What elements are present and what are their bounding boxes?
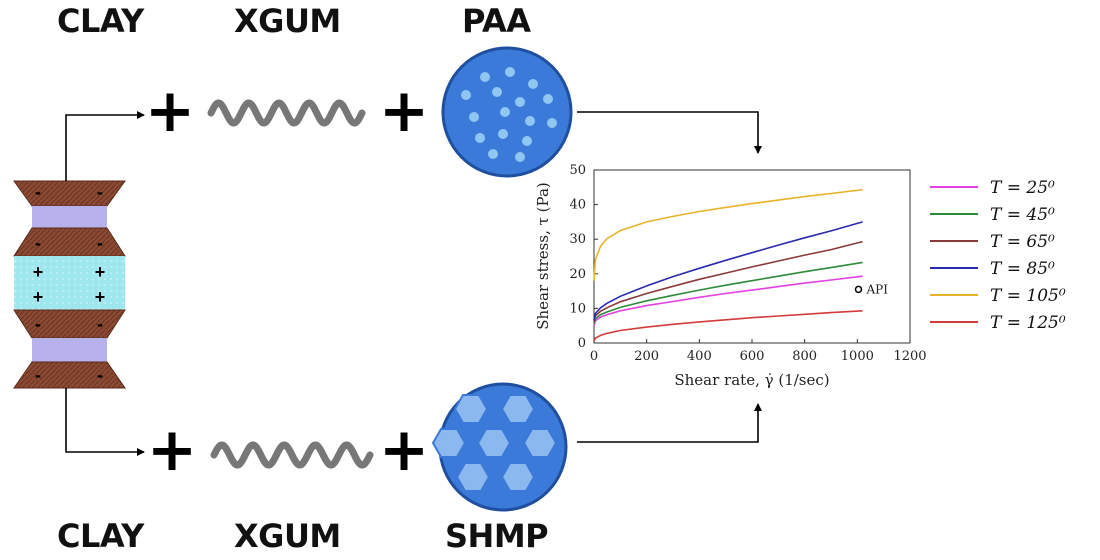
- x-tick-label: 0: [590, 349, 598, 364]
- clay-neg-charge: -: [35, 314, 41, 334]
- series-line-0: [593, 275, 863, 326]
- clay-neg-charge: -: [97, 233, 103, 253]
- shmp-sphere: [431, 382, 568, 512]
- xgum-wave-bottom: [210, 441, 374, 469]
- clay-cation-layer: [14, 256, 125, 310]
- plus-sign-bottom-2: +: [379, 415, 429, 485]
- arrow-clay-to-bottom: [65, 388, 145, 456]
- clay-layer-bottom: [13, 361, 126, 389]
- series-line-3: [593, 221, 863, 321]
- clay-neg-charge: -: [97, 365, 103, 385]
- chart-annotations: API: [854, 282, 889, 296]
- x-tick-label: 600: [740, 349, 765, 364]
- y-tick-label: 50: [569, 163, 586, 178]
- clay-pos-charge: +: [95, 287, 106, 307]
- x-tick-label: 1000: [841, 349, 874, 364]
- clay-pos-charge: +: [33, 262, 44, 282]
- clay-interlayer-bottom: [32, 338, 107, 362]
- legend-label-3: T = 85⁰: [990, 259, 1055, 279]
- annotation-label: API: [866, 282, 889, 296]
- paa-sphere: [441, 46, 573, 178]
- clay-pos-charge: +: [33, 287, 44, 307]
- clay-neg-charge: -: [97, 314, 103, 334]
- x-tick-label: 800: [792, 349, 817, 364]
- clay-layer-lower-mid: [13, 309, 126, 339]
- label-bottom-clay: CLAY: [57, 517, 144, 555]
- plus-sign-bottom-1: +: [147, 415, 197, 485]
- y-tick-label: 40: [569, 198, 586, 213]
- x-tick-label: 400: [687, 349, 712, 364]
- legend-label-4: T = 105⁰: [990, 286, 1066, 306]
- chart-legend: T = 25⁰ T = 45⁰ T = 65⁰ T = 85⁰ T = 105⁰ T = …: [930, 178, 1066, 333]
- arrow-paa-to-chart: [577, 111, 762, 154]
- y-tick-label: 10: [569, 301, 586, 316]
- label-top-clay: CLAY: [57, 2, 144, 40]
- clay-interlayer-top: [32, 206, 107, 228]
- series-line-2: [593, 240, 863, 323]
- series-line-4: [593, 188, 863, 281]
- legend-label-2: T = 65⁰: [990, 232, 1055, 252]
- clay-neg-charge: -: [35, 365, 41, 385]
- clay-stack: - - - - + + + + - - - -: [13, 180, 126, 389]
- series-line-5: [593, 310, 863, 342]
- y-tick-label: 20: [569, 267, 586, 282]
- label-top-xgum: XGUM: [234, 2, 341, 40]
- y-tick-label: 30: [569, 232, 586, 247]
- chart-ticks: 0 200 400 600 800 1000 1200 0 10 20 30 40 50: [569, 163, 926, 364]
- clay-neg-charge: -: [97, 182, 103, 202]
- legend-label-5: T = 125⁰: [990, 313, 1066, 333]
- legend-label-0: T = 25⁰: [990, 178, 1055, 198]
- clay-layer-upper-mid: [13, 227, 126, 257]
- clay-layer-top: [13, 180, 126, 207]
- chart-ylabel: Shear stress, τ (Pa): [534, 182, 552, 330]
- clay-neg-charge: -: [35, 182, 41, 202]
- clay-neg-charge: -: [35, 233, 41, 253]
- plus-sign-top-2: +: [379, 76, 429, 146]
- y-tick-label: 0: [578, 336, 586, 351]
- arrow-shmp-to-chart: [577, 403, 762, 443]
- chart-series: [593, 188, 863, 342]
- label-top-paa: PAA: [462, 2, 531, 40]
- series-line-1: [593, 261, 863, 325]
- legend-label-1: T = 45⁰: [990, 205, 1055, 225]
- label-bottom-shmp: SHMP: [445, 517, 549, 555]
- x-tick-label: 200: [634, 349, 659, 364]
- arrow-clay-to-top: [65, 111, 145, 181]
- label-bottom-xgum: XGUM: [234, 517, 341, 555]
- annotation-marker: [854, 285, 863, 294]
- shear-chart: 0 200 400 600 800 1000 1200 0 10 20 30 40 50 API She…: [534, 163, 927, 389]
- xgum-wave-top: [207, 99, 366, 127]
- clay-pos-charge: +: [95, 262, 106, 282]
- plus-sign-top-1: +: [145, 76, 195, 146]
- x-tick-label: 1200: [893, 349, 926, 364]
- chart-xlabel: Shear rate, γ̇ (1/sec): [674, 371, 829, 389]
